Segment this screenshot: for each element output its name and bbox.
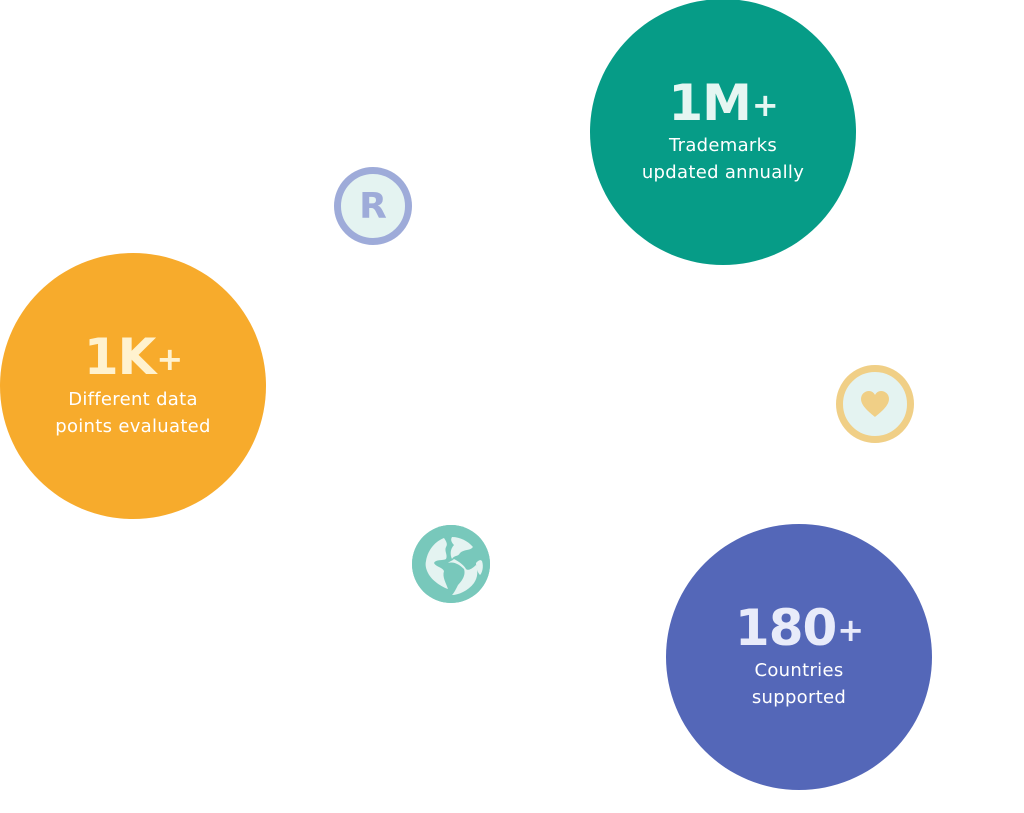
stat-suffix: + bbox=[837, 611, 864, 649]
stat-number: 1K bbox=[83, 328, 157, 386]
stat-circle-datapoints: 1K+ Different data points evaluated bbox=[0, 253, 266, 519]
stat-circle-trademarks: 1M+ Trademarks updated annually bbox=[590, 0, 856, 265]
globe-icon bbox=[412, 525, 490, 603]
stat-value: 1M+ bbox=[668, 78, 779, 128]
globe-shape bbox=[412, 525, 490, 603]
heart-icon bbox=[836, 365, 914, 443]
stat-label-line: updated annually bbox=[641, 162, 805, 183]
stat-label-line: points evaluated bbox=[55, 416, 211, 437]
stat-number: 1M bbox=[668, 74, 752, 132]
stat-label: Countries supported bbox=[752, 657, 846, 711]
stat-number: 180 bbox=[734, 599, 837, 657]
stat-value: 180+ bbox=[735, 603, 864, 653]
registered-trademark-icon: R bbox=[334, 167, 412, 245]
stat-label: Different data points evaluated bbox=[55, 386, 211, 440]
stat-label: Trademarks updated annually bbox=[642, 132, 804, 186]
stat-value: 1K+ bbox=[84, 332, 183, 382]
stat-label-line: Different data bbox=[68, 389, 198, 410]
stat-circle-countries: 180+ Countries supported bbox=[666, 524, 932, 790]
stat-label-line: supported bbox=[751, 687, 847, 708]
heart-shape bbox=[861, 391, 889, 417]
stat-suffix: + bbox=[751, 86, 779, 124]
stat-label-line: Countries bbox=[754, 660, 844, 681]
stat-label-line: Trademarks bbox=[668, 135, 778, 156]
stat-suffix: + bbox=[156, 340, 183, 378]
registered-letter: R bbox=[359, 186, 387, 227]
